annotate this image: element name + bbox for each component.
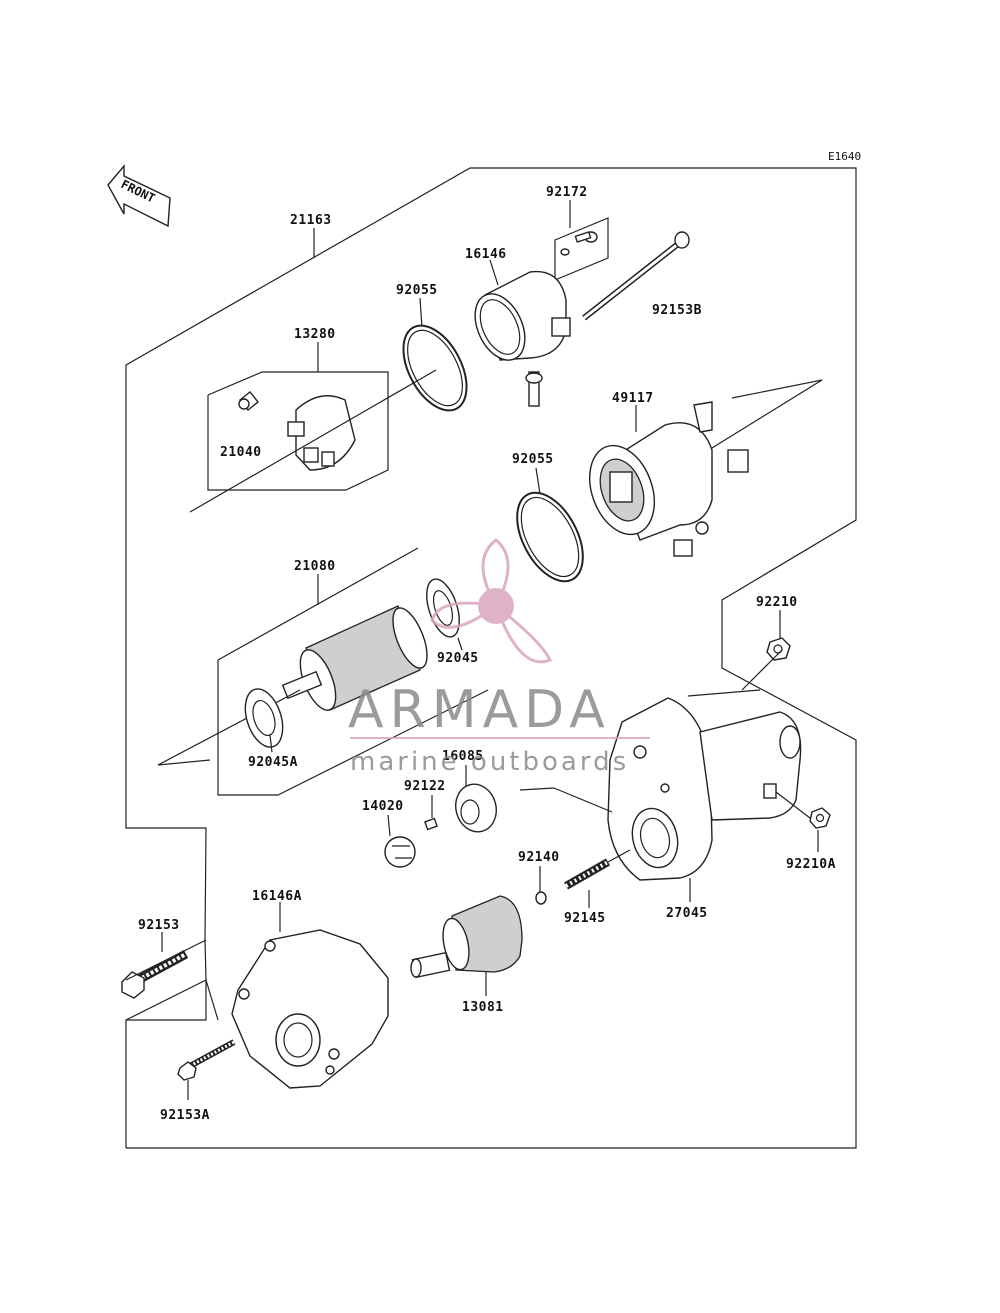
label-21080: 21080: [294, 559, 336, 574]
screw-kit-92172: [554, 200, 609, 281]
label-92145: 92145: [564, 911, 606, 926]
label-92153: 92153: [138, 918, 180, 933]
yoke-27045: [519, 689, 802, 902]
label-13280: 13280: [294, 327, 336, 342]
label-92210a: 92210A: [786, 857, 836, 872]
label-92172: 92172: [546, 185, 588, 200]
bearing-92045a: [244, 688, 284, 753]
bearing-92045: [426, 578, 463, 651]
o-ring-92055-middle: [516, 467, 584, 583]
label-16146a: 16146A: [252, 889, 302, 904]
o-ring-92055-top: [402, 297, 468, 412]
gear-16085: [455, 765, 497, 833]
label-92045: 92045: [437, 651, 479, 666]
label-92153a: 92153A: [160, 1108, 210, 1123]
label-92140: 92140: [518, 850, 560, 865]
label-92055-middle: 92055: [512, 452, 554, 467]
ball-92140: [535, 866, 547, 905]
nut-92210a: [763, 783, 831, 852]
through-bolt-92153b: [582, 231, 690, 321]
label-27045: 27045: [666, 906, 708, 921]
label-21040: 21040: [220, 445, 262, 460]
housing-16146: [474, 259, 571, 407]
brush-holder-13280: [189, 342, 437, 513]
retainer-14020: [384, 814, 416, 868]
pinion-clutch-13081: [410, 895, 523, 996]
label-14020: 14020: [362, 799, 404, 814]
solenoid-49117: [589, 379, 823, 557]
end-housing-16146a: [205, 902, 389, 1089]
label-92045a: 92045A: [248, 755, 298, 770]
label-16146: 16146: [465, 247, 507, 262]
front-arrow-icon: FRONT: [107, 164, 171, 228]
label-49117: 49117: [612, 391, 654, 406]
armature-21080: [157, 547, 489, 796]
label-13081: 13081: [462, 1000, 504, 1015]
label-92210: 92210: [756, 595, 798, 610]
label-92055-top: 92055: [396, 283, 438, 298]
label-16085: 16085: [442, 749, 484, 764]
label-21163: 21163: [290, 213, 332, 228]
nut-92210: [741, 610, 791, 691]
pin-92122: [424, 795, 438, 831]
bolt-92153a: [177, 1039, 236, 1100]
bolt-92153: [121, 932, 207, 1021]
assembly-outline: [125, 167, 857, 1149]
propeller-logo-icon: [430, 538, 553, 664]
watermark-tagline: marine outboards: [350, 747, 629, 777]
watermark-brand: ARMADA: [348, 680, 611, 740]
spring-92145: [564, 849, 631, 908]
armada-watermark: ARMADA marine outboards: [348, 538, 650, 777]
label-92122: 92122: [404, 779, 446, 794]
diagram-code: E1640: [828, 150, 861, 163]
label-92153b: 92153B: [652, 303, 702, 318]
